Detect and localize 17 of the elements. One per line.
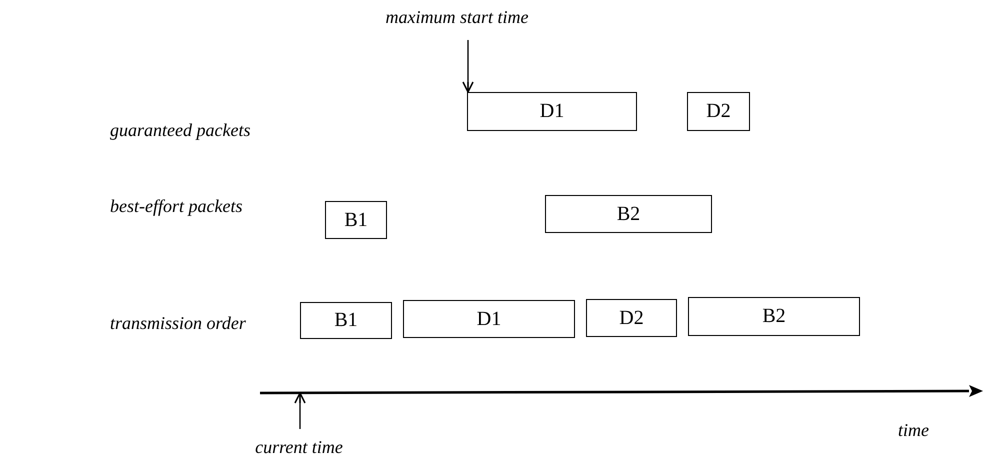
row-label: guaranteed packets xyxy=(110,120,250,141)
packet-box: B2 xyxy=(688,297,860,336)
packet-box: D1 xyxy=(467,92,637,131)
axis-label: time xyxy=(898,420,929,441)
packet-box: D2 xyxy=(687,92,750,131)
time-axis xyxy=(260,385,983,399)
row-label: transmission order xyxy=(110,313,246,334)
row-label: best-effort packets xyxy=(110,196,242,217)
packet-box: D2 xyxy=(586,299,677,337)
packet-box: D1 xyxy=(403,300,575,338)
packet-box: B1 xyxy=(325,201,387,239)
packet-box: B1 xyxy=(300,302,392,339)
arrow xyxy=(462,40,474,93)
annotation-text: maximum start time xyxy=(350,4,564,30)
packet-box: B2 xyxy=(545,195,712,233)
arrow xyxy=(294,392,306,429)
annotation-text: current time xyxy=(225,434,373,460)
